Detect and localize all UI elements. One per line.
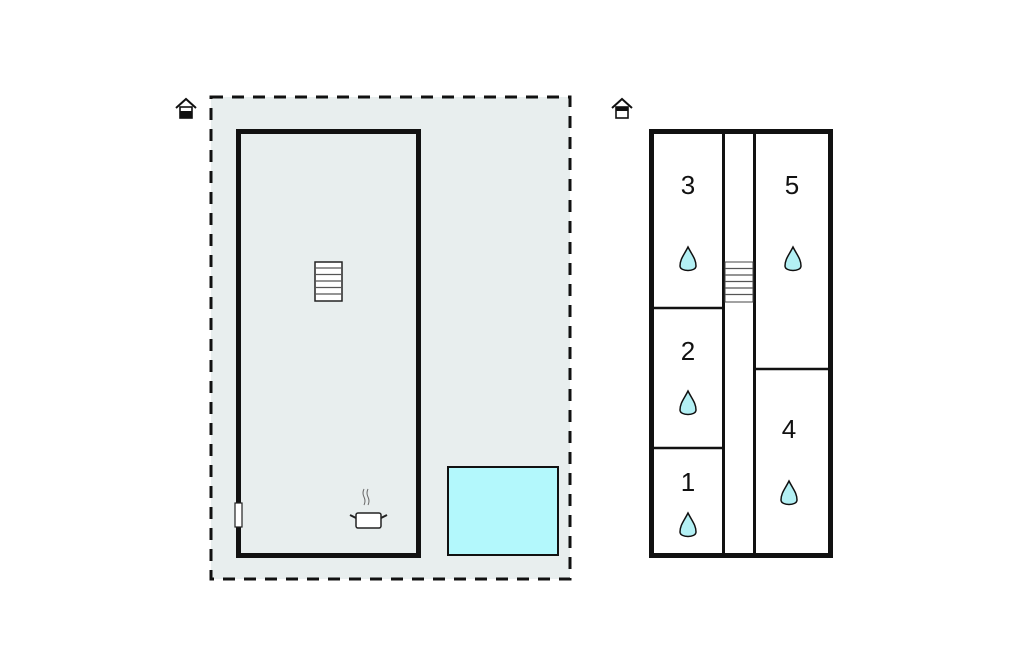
pool xyxy=(447,466,559,556)
upper-floor-plan: 3 5 2 4 1 xyxy=(649,129,833,558)
ground-floor-plan xyxy=(209,95,572,581)
stairs-icon xyxy=(724,261,754,303)
water-drop-icon xyxy=(679,245,697,272)
house-floor-ground-icon xyxy=(175,97,197,119)
room-4: 4 xyxy=(780,414,798,506)
water-drop-icon xyxy=(780,479,798,506)
room-5: 5 xyxy=(784,170,802,272)
room-label: 3 xyxy=(681,170,695,200)
room-label: 2 xyxy=(681,336,695,366)
house-walls xyxy=(236,129,421,558)
water-drop-icon xyxy=(679,511,697,538)
room-3: 3 xyxy=(679,170,697,272)
room-label: 5 xyxy=(785,170,799,200)
room-1: 1 xyxy=(679,467,697,538)
kitchen-pot-icon xyxy=(349,488,388,529)
room-label: 1 xyxy=(681,467,695,497)
water-drop-icon xyxy=(679,389,697,416)
room-2: 2 xyxy=(679,336,697,416)
upper-floor-walls xyxy=(649,129,833,558)
house-floor-upper-icon xyxy=(611,97,633,119)
stairs-icon xyxy=(314,261,343,302)
room-label: 4 xyxy=(782,414,796,444)
water-drop-icon xyxy=(784,245,802,272)
door-icon xyxy=(234,502,243,528)
